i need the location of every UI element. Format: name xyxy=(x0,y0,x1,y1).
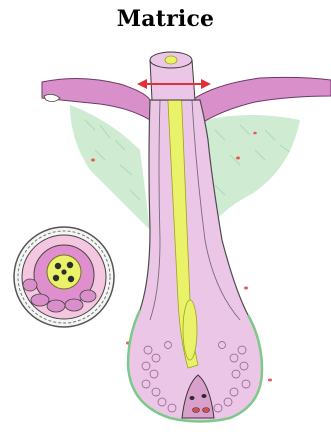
cross-section-inset xyxy=(14,227,114,327)
